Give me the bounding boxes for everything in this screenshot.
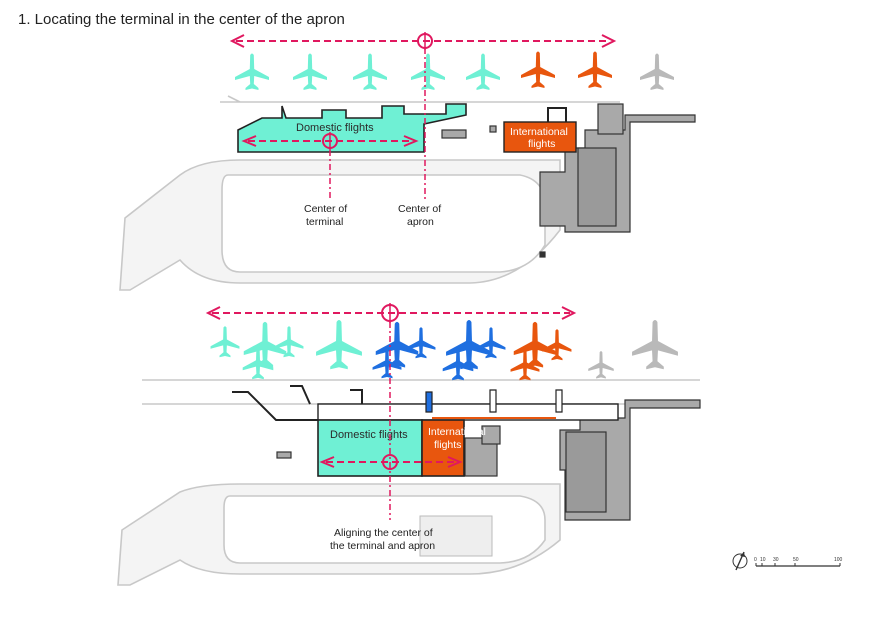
bottom-apron-edge bbox=[142, 379, 700, 405]
top-aircraft-1 bbox=[235, 53, 269, 90]
bottom-international-label-line2: flights bbox=[434, 439, 461, 451]
bottom-parking-structures bbox=[276, 399, 701, 521]
top-center-apron-label-line1: Center of bbox=[398, 203, 441, 215]
bottom-aircraft-14 bbox=[542, 329, 572, 361]
bottom-aircraft-1 bbox=[210, 326, 240, 358]
bottom-plan: Domestic flights International flights bbox=[117, 303, 701, 586]
scale-tick-50: 50 bbox=[793, 557, 799, 563]
top-aircraft-5 bbox=[466, 53, 500, 90]
bottom-international-label-line1: International bbox=[428, 426, 486, 438]
top-domestic-label: Domestic flights bbox=[296, 122, 374, 134]
top-apron-edge bbox=[220, 95, 620, 103]
bottom-aligning-label-line2: the terminal and apron bbox=[330, 540, 435, 552]
scale-tick-10: 10 bbox=[760, 557, 766, 563]
top-plan: Domestic flights International flights bbox=[119, 32, 696, 291]
page-title: 1. Locating the terminal in the center o… bbox=[18, 11, 345, 28]
top-international-label-line2: flights bbox=[528, 138, 555, 150]
bottom-aircraft-16 bbox=[632, 320, 678, 370]
top-aircraft-7 bbox=[578, 51, 612, 88]
top-terminal-span bbox=[241, 132, 419, 150]
scale-tick-100: 100 bbox=[834, 557, 843, 563]
scale-bar: 0 10 30 50 100 bbox=[754, 557, 843, 567]
top-aircraft-2 bbox=[293, 53, 327, 90]
top-international-label-line1: International bbox=[510, 126, 568, 138]
bottom-terminal-span bbox=[319, 454, 463, 470]
top-aircraft-3 bbox=[353, 53, 387, 90]
top-international-pier bbox=[547, 107, 567, 122]
scale-tick-0: 0 bbox=[754, 557, 757, 563]
bottom-aircraft-5 bbox=[316, 320, 362, 370]
top-aircraft-8 bbox=[640, 53, 674, 90]
bottom-domestic-label: Domestic flights bbox=[330, 429, 408, 441]
bottom-aircraft-12 bbox=[513, 321, 557, 368]
top-international-terminal bbox=[503, 121, 577, 153]
bottom-parking-lot bbox=[419, 515, 493, 557]
top-aircraft-4 bbox=[411, 53, 445, 90]
top-aircraft-row bbox=[235, 51, 674, 90]
top-aircraft-6 bbox=[521, 51, 555, 88]
bottom-aircraft-row bbox=[210, 320, 678, 381]
bottom-aircraft-8 bbox=[406, 327, 436, 359]
bottom-aligning-label-line1: Aligning the center of bbox=[334, 527, 433, 539]
bottom-international-terminal bbox=[421, 419, 465, 477]
top-road-inner bbox=[221, 174, 546, 273]
north-arrow bbox=[732, 551, 748, 571]
top-center-apron-label-line2: apron bbox=[407, 216, 434, 228]
bottom-aircraft-15 bbox=[588, 351, 614, 379]
top-center-terminal-label-line1: Center of bbox=[304, 203, 347, 215]
bottom-domestic-terminal bbox=[317, 419, 423, 477]
bottom-apron-span bbox=[205, 303, 577, 323]
scale-tick-30: 30 bbox=[773, 557, 779, 563]
top-apron-span bbox=[229, 32, 617, 50]
bottom-piers bbox=[232, 385, 619, 421]
top-parking-structures bbox=[441, 103, 696, 258]
top-center-terminal-label-line2: terminal bbox=[306, 216, 343, 228]
bottom-aircraft-11 bbox=[476, 327, 506, 359]
